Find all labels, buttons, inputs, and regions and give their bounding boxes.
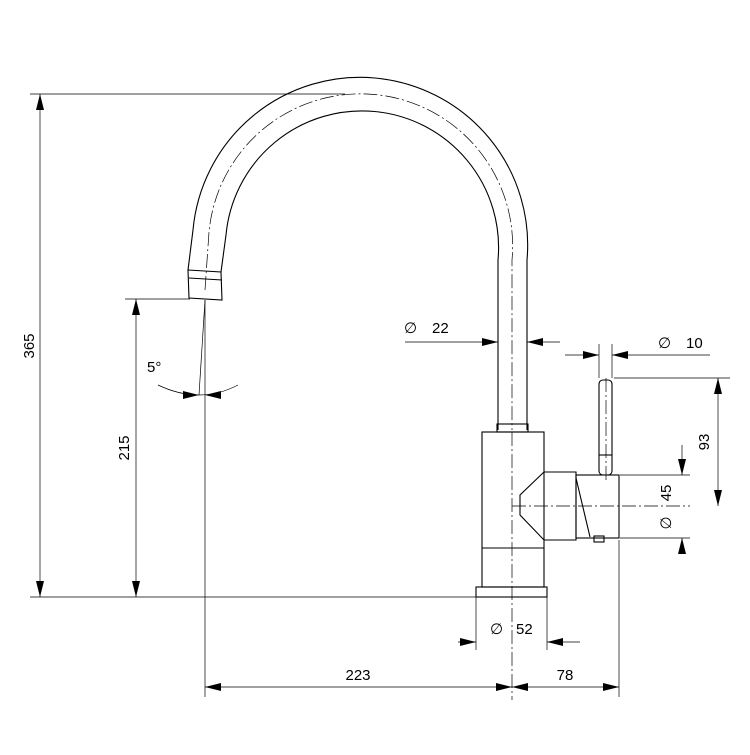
dimension-labels: 365 215 5° ∅ 22 ∅ 10 93 45 ∅ ∅ 52 223 78 <box>21 320 713 684</box>
spout-centerline <box>204 93 513 430</box>
dimension-lines <box>36 94 722 691</box>
arrow <box>612 351 628 359</box>
arrow <box>36 94 44 110</box>
arrow <box>678 538 686 554</box>
arrow <box>132 581 140 597</box>
dim-arc-spout-angle <box>157 384 239 396</box>
arrow <box>527 338 543 346</box>
arrow <box>132 299 140 315</box>
spout-outer-edge <box>187 76 529 430</box>
label-spout-angle: 5° <box>147 359 161 376</box>
lever-housing <box>519 471 577 541</box>
faucet-outline <box>187 76 620 598</box>
spout-inner-edge <box>220 110 500 430</box>
centerlines <box>204 93 690 700</box>
diameter-symbol: ∅ <box>658 516 675 529</box>
arrow <box>678 459 686 475</box>
arrow <box>205 391 221 399</box>
label-reach: 223 <box>345 667 370 684</box>
label-spout-tube-diameter: 22 <box>432 320 449 337</box>
cap-screw <box>593 535 605 543</box>
arrow <box>183 391 199 399</box>
arrow <box>205 683 221 691</box>
arrow <box>512 683 528 691</box>
arrow <box>603 683 619 691</box>
arrow <box>36 581 44 597</box>
label-handle-diameter: 10 <box>686 335 703 352</box>
label-total-height: 365 <box>21 333 38 358</box>
diameter-symbol: ∅ <box>490 621 503 638</box>
arrow <box>460 638 476 646</box>
arrow <box>482 338 498 346</box>
extension-lines <box>30 93 730 697</box>
spout-nozzle <box>187 269 223 301</box>
ext-spout-angle <box>198 299 206 396</box>
diameter-symbol: ∅ <box>658 335 671 352</box>
lever-handle <box>598 379 613 476</box>
label-spout-height: 215 <box>116 435 133 460</box>
tube-collar <box>496 423 529 433</box>
arrow <box>583 351 599 359</box>
label-body-diameter: 45 <box>658 485 675 502</box>
faucet-body <box>481 431 545 588</box>
arrow <box>714 490 722 506</box>
label-base-diameter: 52 <box>516 621 533 638</box>
arrow <box>496 683 512 691</box>
faucet-base <box>475 586 548 598</box>
diameter-symbol: ∅ <box>404 320 417 337</box>
label-handle-reach: 78 <box>557 667 574 684</box>
arrow <box>714 378 722 394</box>
cartridge-cap <box>575 474 620 539</box>
label-handle-height: 93 <box>696 434 713 451</box>
arrow <box>547 638 563 646</box>
cap-curve <box>575 477 591 538</box>
